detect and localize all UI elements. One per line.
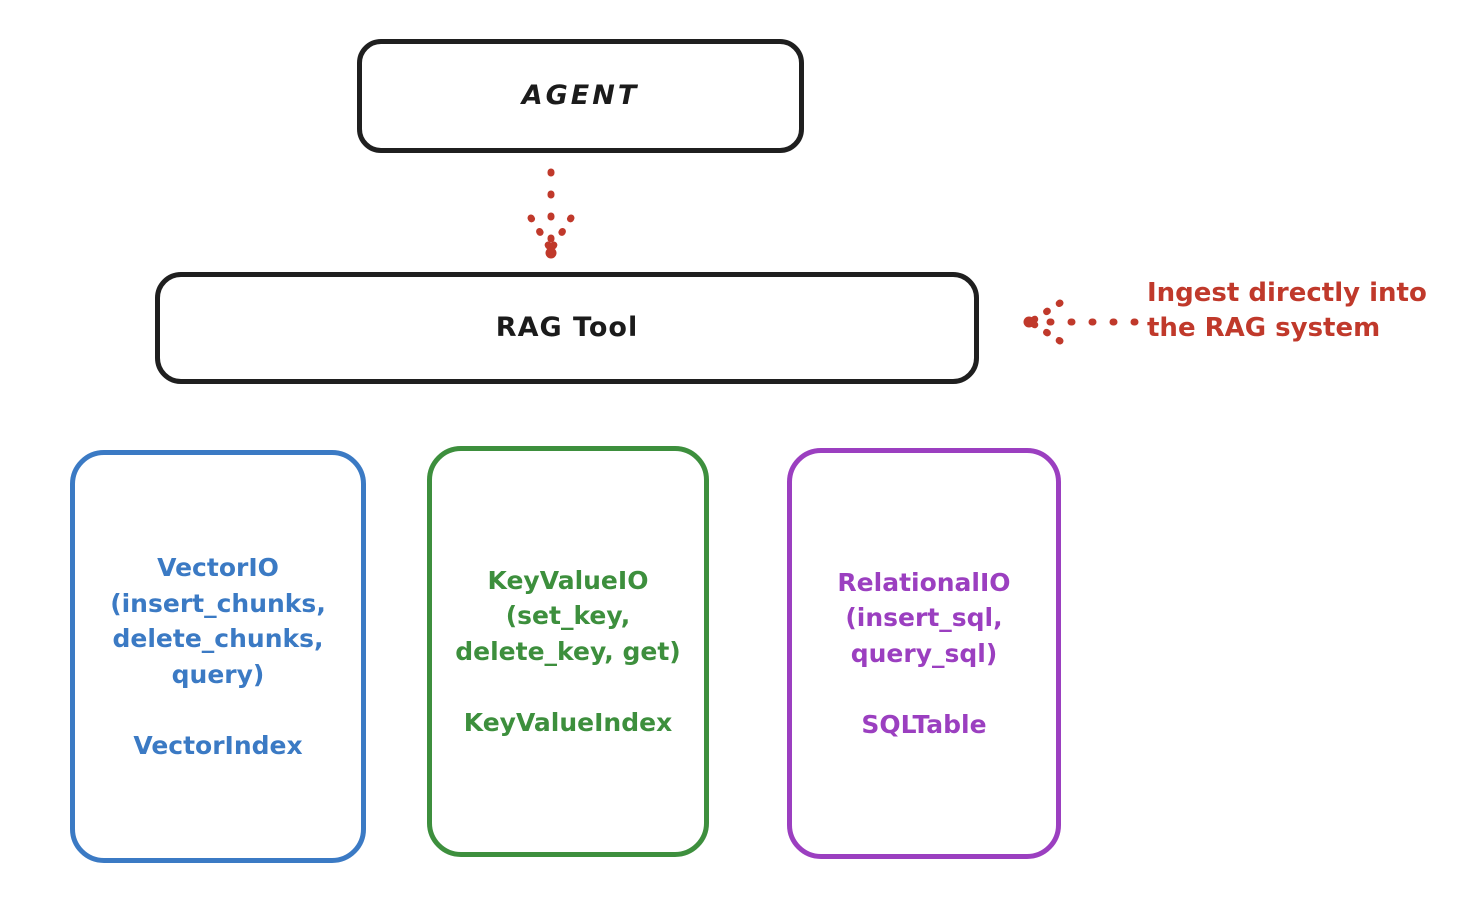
node-relational-io[interactable]: RelationalIO (insert_sql, query_sql) SQL… — [787, 448, 1061, 859]
node-agent-label: AGENT — [521, 79, 640, 111]
node-vector-io[interactable]: VectorIO (insert_chunks, delete_chunks, … — [70, 450, 366, 863]
node-key-value-io[interactable]: KeyValueIO (set_key, delete_key, get) Ke… — [427, 446, 709, 857]
agent-to-rag-tool-arrow — [527, 168, 575, 259]
node-agent[interactable]: AGENT — [357, 39, 804, 153]
node-key-value-io-label: KeyValueIO (set_key, delete_key, get) Ke… — [455, 565, 681, 737]
node-vector-io-label: VectorIO (insert_chunks, delete_chunks, … — [110, 553, 326, 760]
node-rag-tool[interactable]: RAG Tool — [155, 272, 979, 384]
node-rag-tool-label: RAG Tool — [495, 311, 639, 343]
ingest-to-rag-tool-arrow — [1023, 299, 1139, 345]
ingest-annotation: Ingest directly into the RAG system — [1147, 278, 1427, 344]
node-relational-io-label: RelationalIO (insert_sql, query_sql) SQL… — [837, 567, 1011, 739]
